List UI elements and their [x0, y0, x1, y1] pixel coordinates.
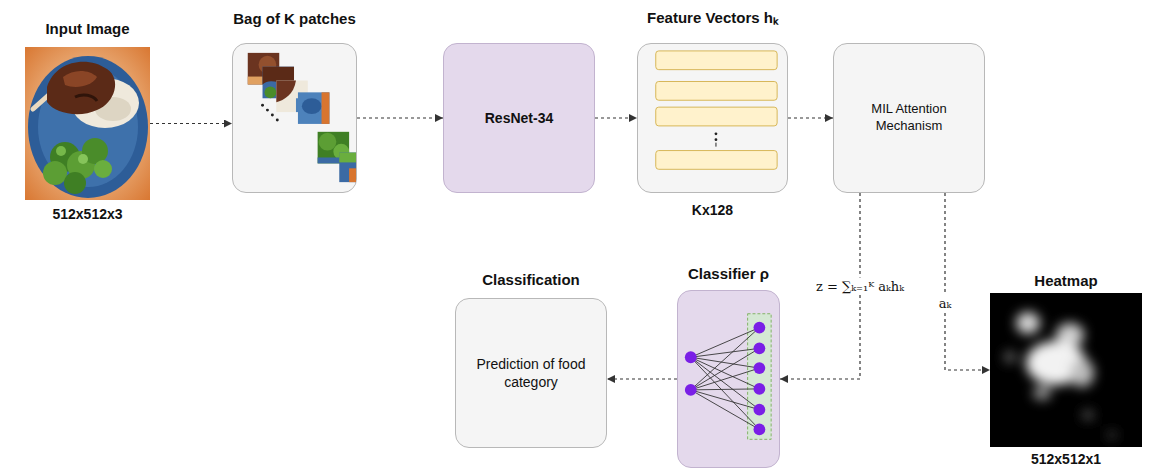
illustration-part: [43, 161, 67, 185]
dashed-arrow: [150, 123, 232, 124]
dashed-arrow: [357, 117, 443, 118]
illustration-part: [691, 328, 760, 390]
node-text: ResNet-34: [485, 109, 553, 127]
illustration-part: [1082, 410, 1094, 420]
feature-vector-box: Feature Vectors hₖKx128: [637, 43, 788, 193]
heatmap-image: [990, 293, 1142, 447]
dimension-label: 512x512x3: [52, 206, 122, 222]
illustration-part: [1070, 359, 1094, 387]
node-text: MIL Attention Mechanism: [869, 101, 949, 135]
illustration-part: [75, 95, 97, 101]
illustration-part: [754, 342, 766, 354]
illustration-part: [691, 390, 760, 430]
illustration-part: [78, 154, 88, 164]
illustration-part: [691, 368, 760, 390]
food-photo: [25, 47, 150, 200]
node-title: Feature Vectors hₖ: [647, 7, 778, 27]
classifier-box: Classifier ρ: [677, 290, 780, 468]
illustration-part: [28, 56, 148, 198]
illustration-part: [691, 328, 760, 430]
illustration-part: [1016, 312, 1040, 334]
illustration-part: [47, 62, 115, 115]
node-title: Input Image: [45, 20, 129, 37]
illustration-part: [261, 104, 264, 107]
illustration-part: [691, 388, 760, 390]
illustration-part: [691, 328, 760, 358]
feature-vector-bars: [638, 44, 787, 192]
node-title: Classification: [482, 271, 580, 288]
illustration-part: [990, 293, 1142, 447]
dimension-label: Kx128: [692, 202, 733, 218]
dashed-arrow: [595, 117, 637, 118]
patch-bag-box: Bag of K patches: [232, 43, 357, 193]
illustration-part: [298, 92, 329, 124]
dashed-arrow: [788, 117, 833, 118]
illustration-part: [302, 98, 322, 114]
illustration-part: [339, 153, 356, 183]
illustration-part: [322, 92, 330, 124]
illustration-part: [1004, 351, 1016, 363]
illustration-part: [656, 81, 777, 100]
dashed-arrow: [607, 378, 677, 379]
illustration-part: [715, 132, 718, 135]
illustration-part: [656, 51, 777, 70]
illustration-part: [691, 357, 760, 429]
illustration-part: [685, 351, 697, 363]
node-title: Classifier ρ: [688, 265, 769, 282]
illustration-part: [64, 172, 86, 194]
illustration-part: [754, 362, 766, 374]
illustration-part: [691, 348, 760, 357]
illustration-part: [298, 92, 329, 124]
illustration-part: [339, 153, 356, 163]
illustration-part: [754, 322, 766, 334]
illustration-part: [1107, 431, 1117, 439]
illustration-part: [264, 86, 276, 98]
patch-stack: [233, 44, 356, 192]
illustration-part: [754, 383, 766, 395]
illustration-part: [715, 143, 716, 147]
illustration-part: [1004, 312, 1117, 439]
illustration-part: [339, 153, 356, 183]
illustration-part: [754, 423, 766, 435]
illustration-part: [319, 133, 337, 151]
dashed-arrow: [945, 193, 990, 370]
illustration-part: [25, 47, 150, 200]
illustration-part: [715, 138, 718, 141]
heatmap-box: Heatmap512x512x1: [990, 293, 1142, 447]
neural-net-symbol: [678, 291, 779, 467]
illustration-part: [276, 118, 279, 121]
illustration-part: [266, 109, 269, 112]
illustration-part: [56, 146, 66, 156]
illustration-part: [276, 81, 296, 103]
edge-label: aₖ: [936, 294, 955, 311]
node-title: Heatmap: [1034, 272, 1097, 289]
node-title: Bag of K patches: [233, 10, 356, 27]
resnet-box: ResNet-34: [443, 43, 595, 193]
illustration-part: [685, 384, 697, 396]
illustration-part: [656, 151, 777, 170]
illustration-part: [656, 107, 777, 126]
illustration-part: [94, 160, 112, 178]
classification-box: ClassificationPrediction of food categor…: [455, 298, 607, 448]
input-image: Input Image512x512x3: [25, 47, 150, 200]
illustration-part: [349, 168, 356, 182]
illustration-part: [685, 322, 765, 436]
edge-label: z = ∑ₖ₌₁ᴷ aₖhₖ: [813, 278, 907, 295]
illustration-part: [271, 114, 274, 117]
dimension-label: 512x512x1: [1031, 451, 1101, 467]
illustration-part: [63, 71, 97, 87]
node-text: Prediction of food category: [469, 355, 594, 391]
illustration-part: [691, 348, 760, 390]
attention-box: MIL Attention Mechanism: [833, 43, 985, 193]
illustration-part: [691, 390, 760, 410]
illustration-part: [1033, 386, 1051, 400]
illustration-part: [754, 404, 766, 416]
